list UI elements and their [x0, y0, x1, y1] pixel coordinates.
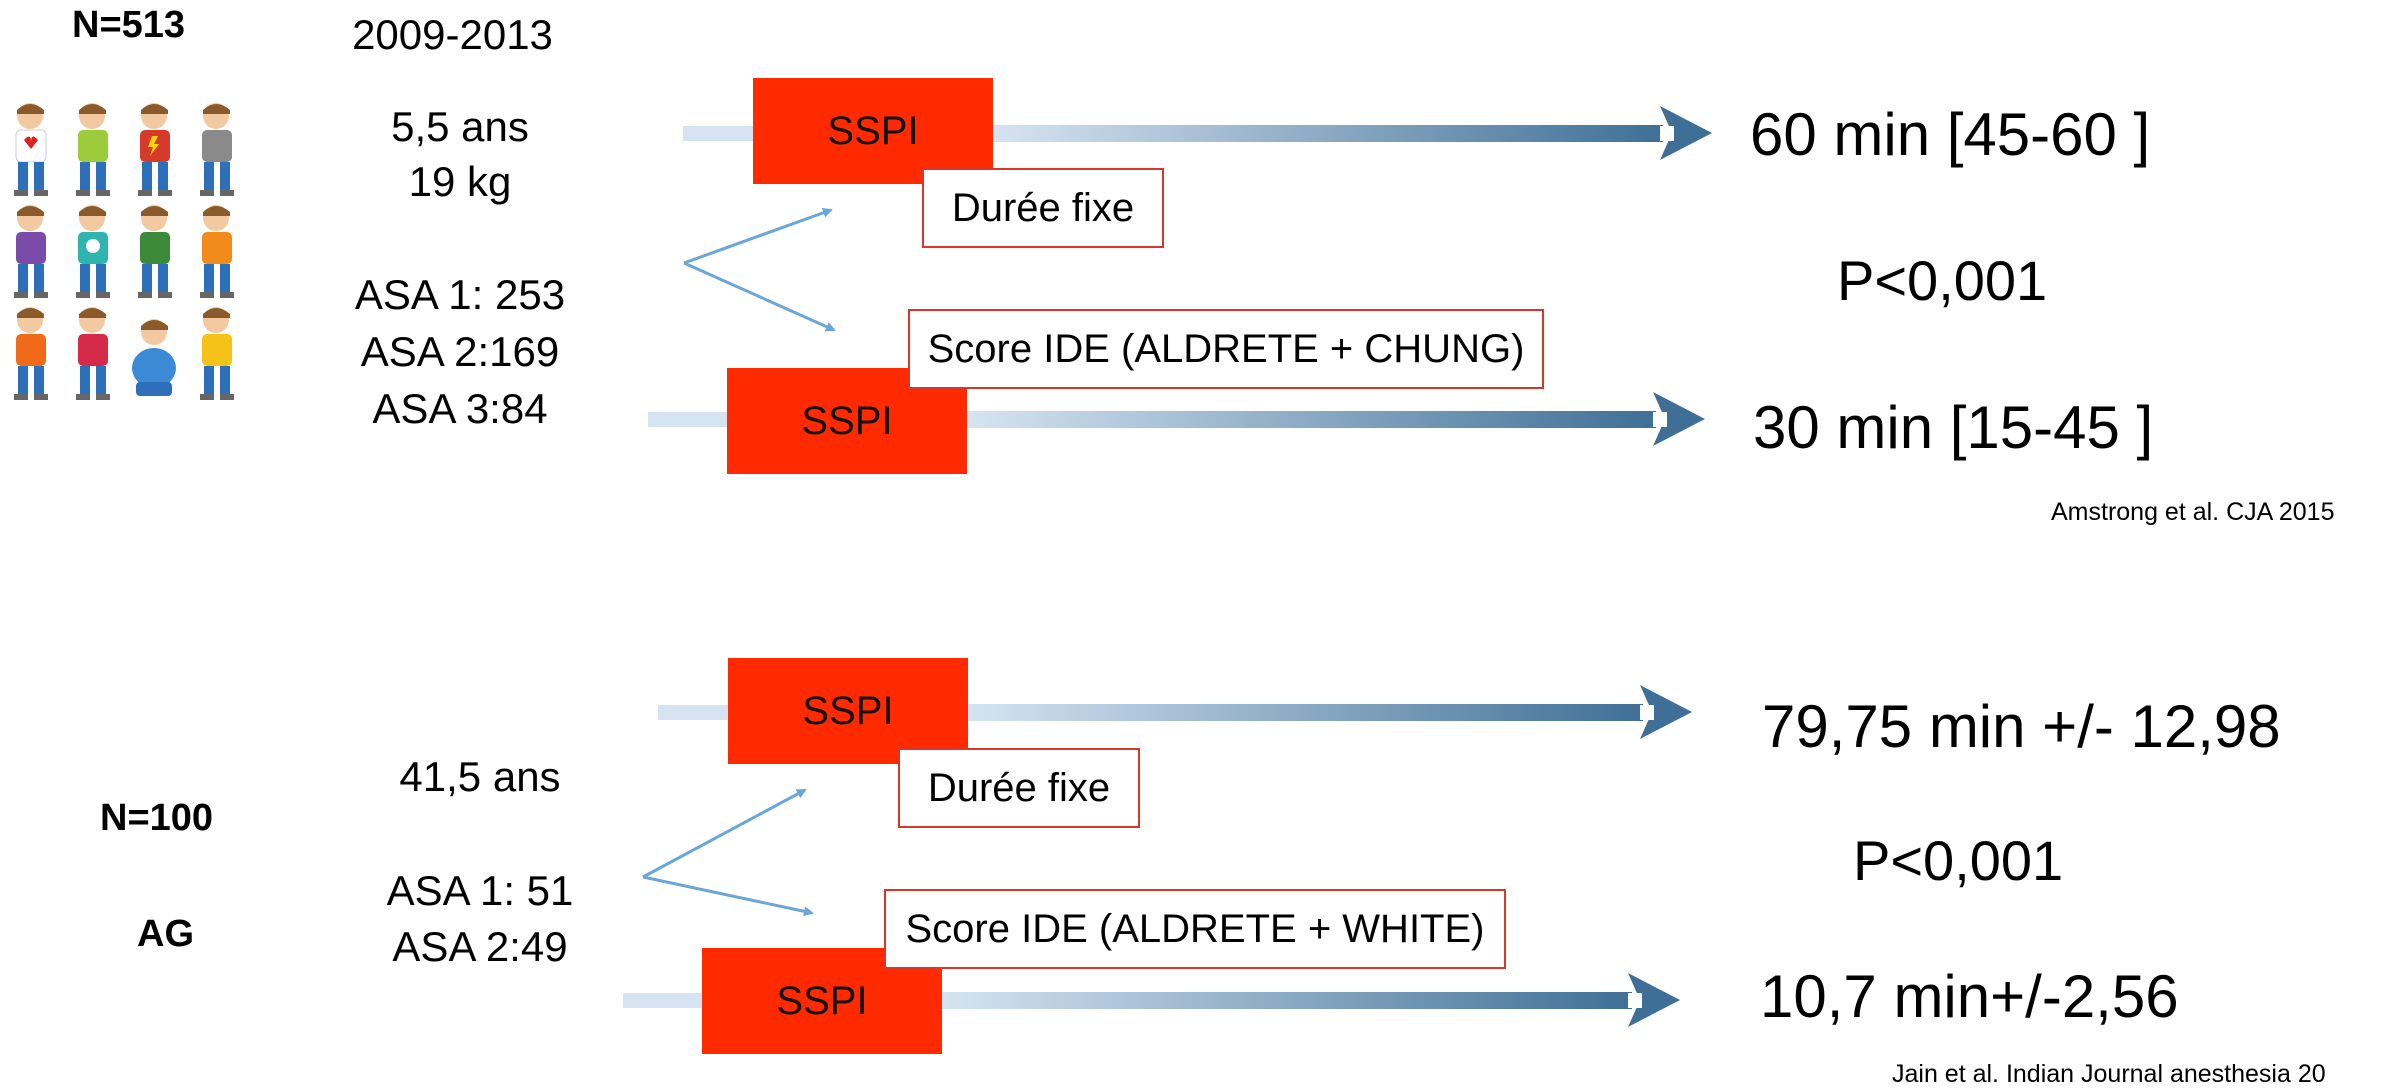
study1-sspi-score-label: SSPI: [801, 398, 893, 443]
study1-score-arrow: [966, 392, 1705, 446]
study1-result-score: 30 min [15-45 ]: [1753, 394, 2154, 461]
study1-period: 2009-2013: [352, 11, 553, 58]
study1-top-prebar: [683, 126, 753, 141]
study2-sspi-fixed-label: SSPI: [802, 688, 894, 733]
study2-fixed-duration-text: Durée fixe: [927, 765, 1111, 810]
study1-pvalue: P<0,001: [1837, 249, 2048, 312]
study2-sspi-score-block: SSPI: [702, 948, 942, 1054]
study2-sspi-score-label: SSPI: [776, 978, 868, 1023]
children-figures-icon: [14, 103, 234, 400]
study1-bottom-prebar: [648, 412, 728, 427]
study2-anesthesia-type: AG: [137, 913, 194, 955]
study2-sspi-fixed-block: SSPI: [728, 658, 968, 764]
study1-asa3: ASA 3:84: [372, 385, 548, 432]
study2-sample-size: N=100: [100, 797, 214, 839]
study2-score-box: Score IDE (ALDRETE + WHITE): [884, 889, 1506, 969]
study1-fixed-duration-box: Durée fixe: [922, 168, 1164, 248]
study1-fixed-duration-arrow: [993, 106, 1712, 160]
study1-score-text: Score IDE (ALDRETE + CHUNG): [927, 326, 1525, 371]
study2-pvalue: P<0,001: [1853, 829, 2064, 892]
study1-score-box: Score IDE (ALDRETE + CHUNG): [908, 309, 1544, 389]
study2-result-score: 10,7 min+/-2,56: [1760, 963, 2179, 1030]
study1-asa1: ASA 1: 253: [354, 271, 566, 318]
study2-fixed-duration-box: Durée fixe: [898, 748, 1140, 828]
study2-result-fixed: 79,75 min +/- 12,98: [1762, 693, 2281, 760]
study2-citation: Jain et al. Indian Journal anesthesia 20: [1892, 1060, 2326, 1088]
study1-asa2: ASA 2:169: [360, 328, 560, 375]
study2-score-text: Score IDE (ALDRETE + WHITE): [905, 906, 1485, 951]
children-illustration: [14, 103, 234, 400]
study1-fixed-duration-text: Durée fixe: [951, 185, 1135, 230]
study1-sspi-score-block: SSPI: [727, 368, 967, 474]
study1-result-fixed: 60 min [45-60 ]: [1750, 101, 2151, 168]
study2-age: 41,5 ans: [399, 753, 561, 800]
study1-sspi-fixed-block: SSPI: [753, 78, 993, 184]
study2-top-prebar: [658, 705, 728, 720]
study2-asa2: ASA 2:49: [392, 923, 568, 970]
study1-sample-size: N=513: [72, 4, 186, 46]
study2-bottom-prebar: [623, 993, 703, 1008]
study2-fixed-duration-arrow: [968, 685, 1692, 739]
study1-branch-connector: [683, 208, 836, 332]
study1-citation: Amstrong et al. CJA 2015: [2051, 498, 2335, 526]
study1-sspi-fixed-label: SSPI: [827, 108, 919, 153]
study2-branch-connector: [642, 788, 814, 917]
study1-age: 5,5 ans: [391, 103, 529, 150]
study2-score-arrow: [942, 973, 1680, 1027]
study1-weight: 19 kg: [408, 158, 512, 205]
study2-asa1: ASA 1: 51: [386, 867, 574, 914]
